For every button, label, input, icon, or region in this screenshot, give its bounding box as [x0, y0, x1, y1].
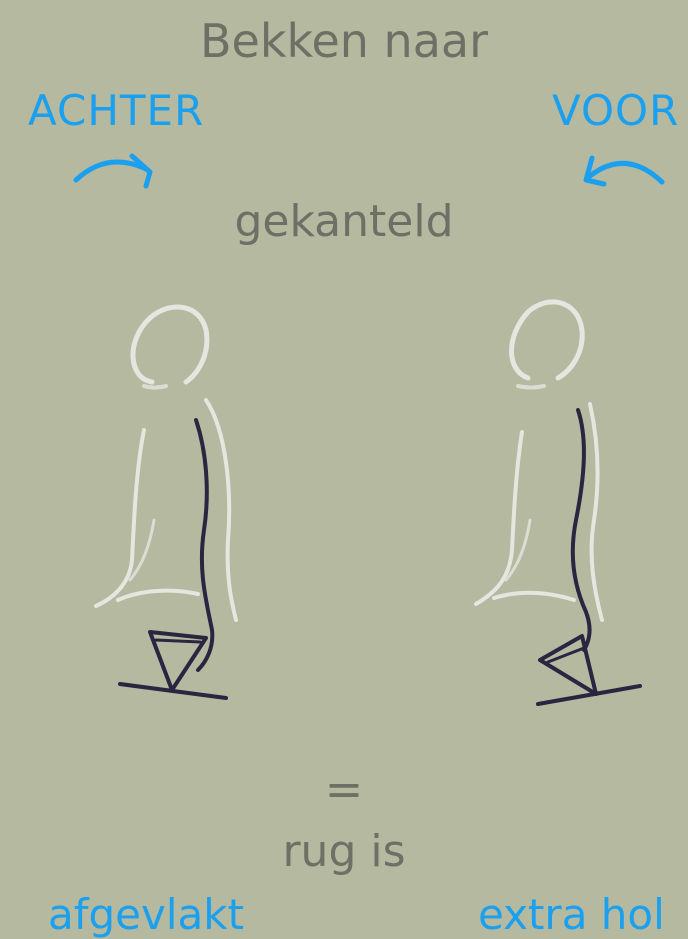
curved-arrow-left-icon	[586, 158, 662, 184]
figure-hollow-back	[476, 302, 640, 704]
curved-arrow-right-icon	[76, 156, 150, 186]
figure-flat-back	[96, 307, 236, 698]
